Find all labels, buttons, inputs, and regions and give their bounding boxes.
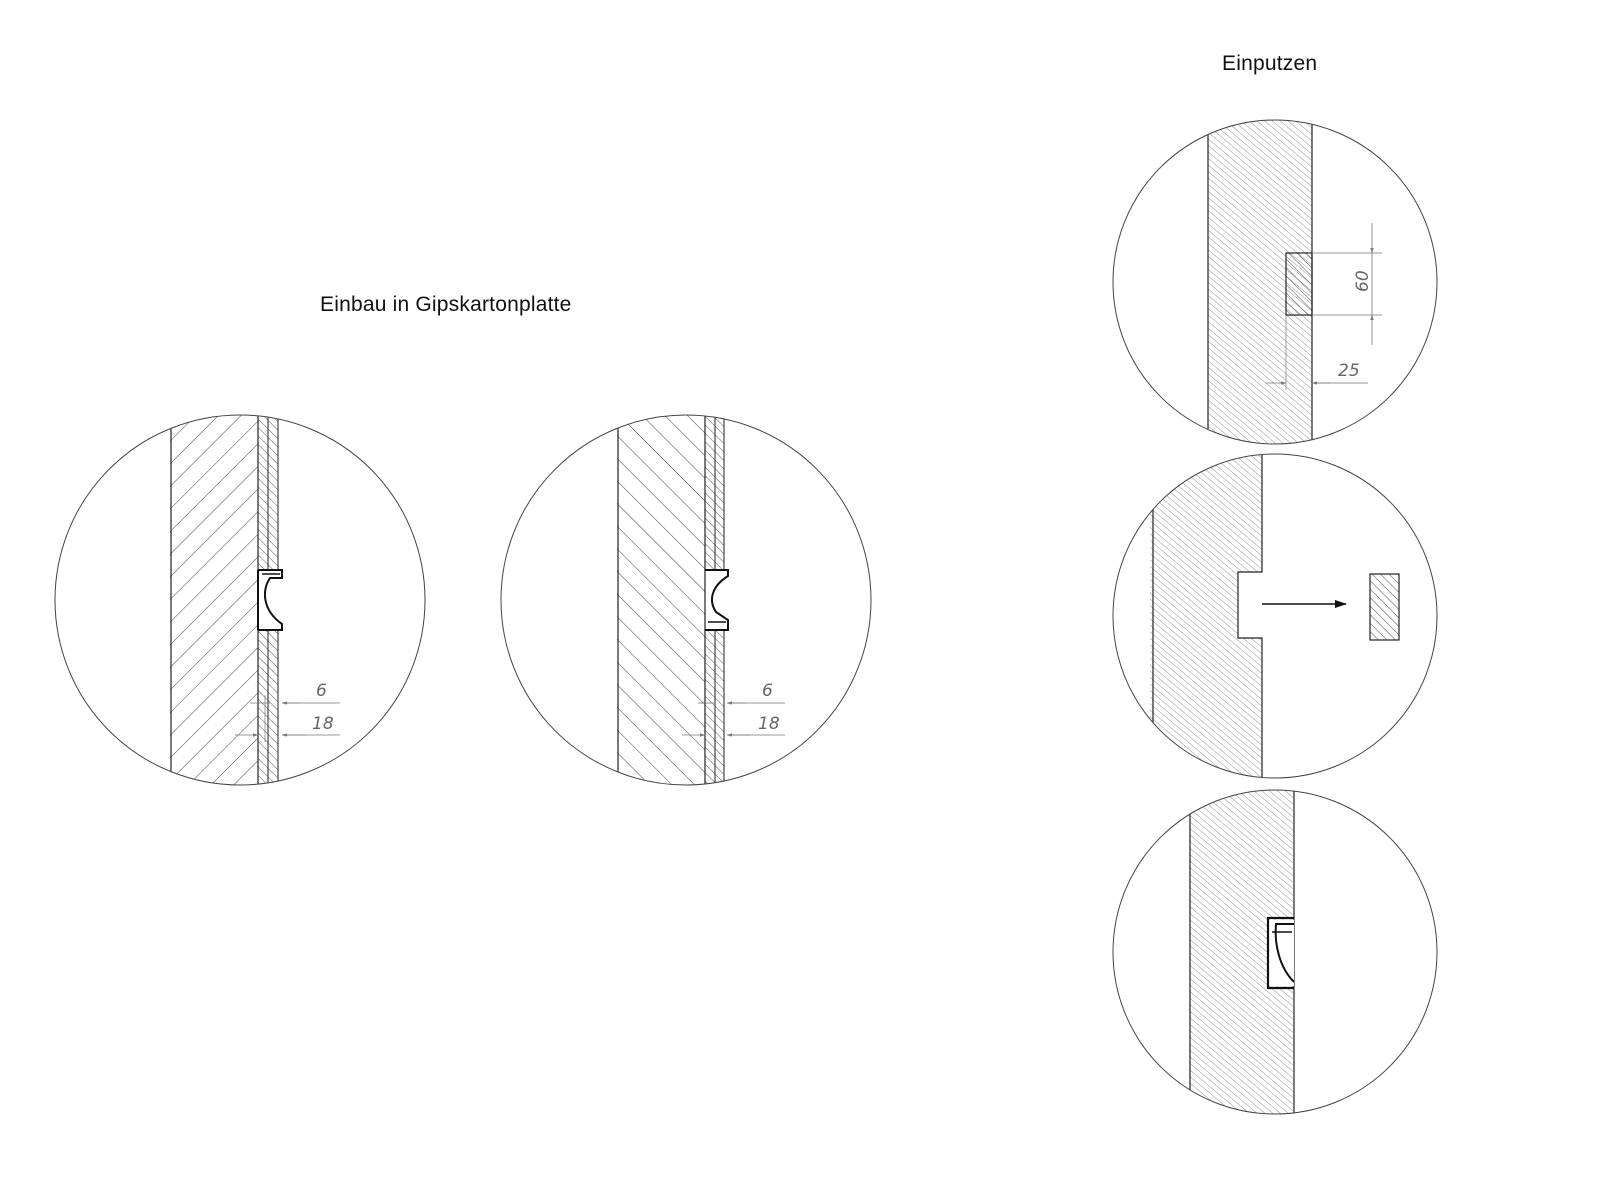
detail-circle: [1112, 453, 1438, 779]
dimension-label-6: 6: [762, 681, 773, 701]
dimension-lines: [682, 701, 785, 737]
recess-block: [1285, 252, 1313, 316]
detail-plaster-2: [1112, 453, 1438, 779]
dimension-label-18: 18: [758, 714, 780, 734]
dimension-label-6: 6: [316, 681, 327, 701]
detail-circle: [1112, 119, 1438, 445]
dimension-label-25: 25: [1338, 361, 1360, 381]
detail-drywall-2: 6 18: [500, 414, 872, 786]
detail-plaster-1: 60 25: [1112, 119, 1438, 445]
wall-hatch: [170, 415, 258, 785]
dimension-label-60: 60: [1353, 270, 1373, 292]
wall-hatch: [1150, 454, 1262, 778]
detail-drywall-1: 6 18: [54, 414, 426, 786]
profile-section: [1266, 916, 1295, 990]
detail-circle: [500, 414, 872, 786]
dimension-lines: [235, 695, 340, 742]
detail-plaster-3: [1112, 789, 1438, 1115]
removed-block: [1369, 573, 1400, 641]
profile-section: [257, 569, 283, 631]
detail-circle: [1112, 789, 1438, 1115]
dimension-lines: [1266, 223, 1382, 390]
dimension-label-18: 18: [312, 714, 334, 734]
heading-plastering: Einputzen: [1222, 52, 1318, 75]
detail-circle: [54, 414, 426, 786]
heading-drywall-installation: Einbau in Gipskartonplatte: [320, 293, 572, 316]
wall-hatch: [617, 415, 705, 785]
profile-section: [705, 569, 729, 631]
